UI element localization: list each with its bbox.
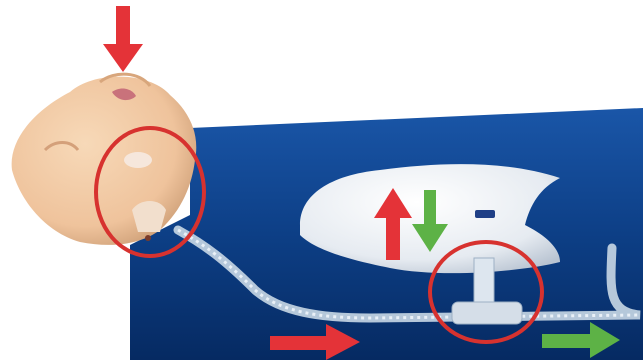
bag-label <box>475 210 495 218</box>
airflow-down-arrow <box>103 6 143 72</box>
